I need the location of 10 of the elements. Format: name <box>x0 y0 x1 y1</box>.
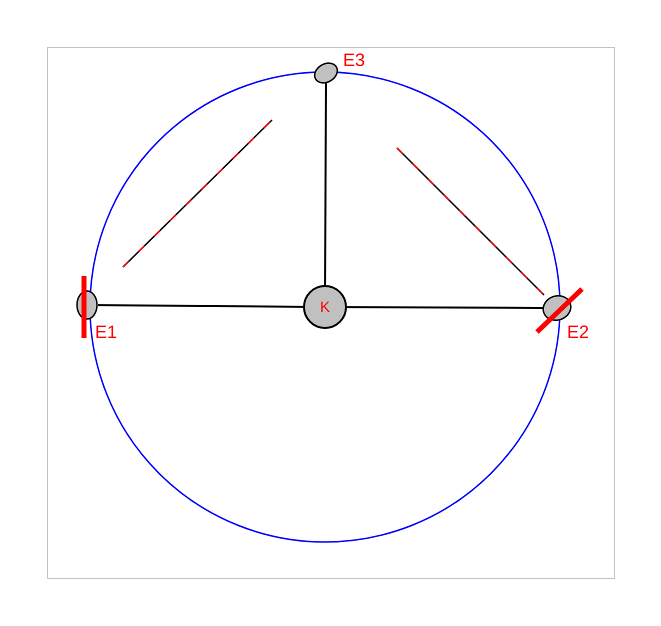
connector-line <box>324 83 327 285</box>
point-label: E1 <box>95 323 118 341</box>
connector-line <box>347 306 544 309</box>
point-ellipse <box>314 62 338 84</box>
center-node: K <box>303 285 347 329</box>
point-ellipse <box>76 290 98 320</box>
connector-line <box>98 304 303 308</box>
point-label: E3 <box>343 51 366 69</box>
point-label: E2 <box>567 323 590 341</box>
point-ellipse <box>542 295 572 321</box>
